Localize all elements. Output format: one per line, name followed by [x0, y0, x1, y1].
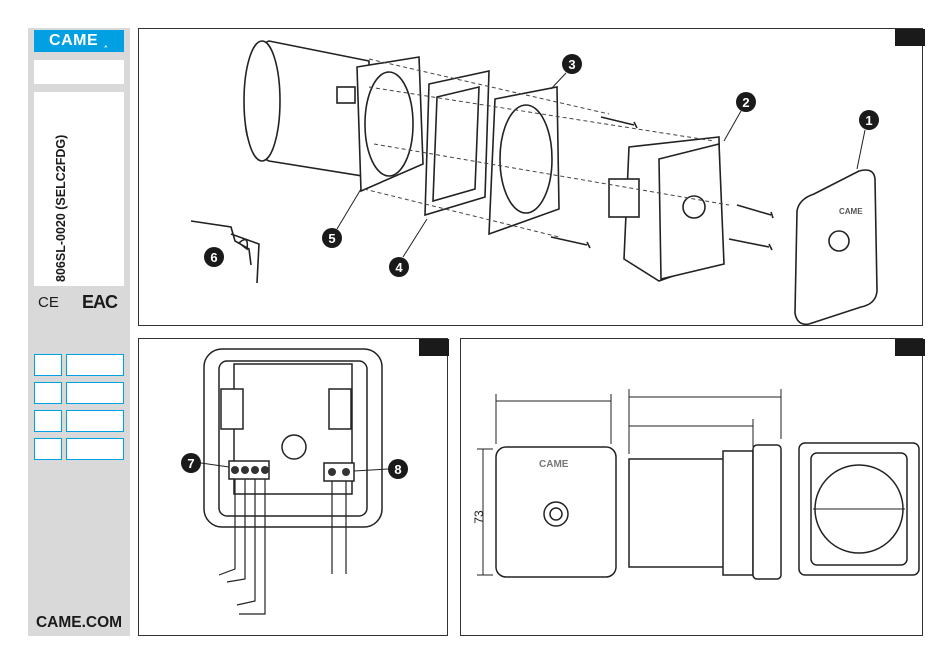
callout-1: 1	[865, 113, 872, 128]
website-label: CAME.COM	[28, 610, 130, 636]
grid-cell	[66, 382, 124, 404]
grid-cell	[66, 354, 124, 376]
grid-cell	[34, 410, 62, 432]
brand-logo: CAME ˰	[34, 30, 124, 52]
grid-cell	[34, 354, 62, 376]
product-code: 806SL-0020 (SELC2FDG)	[50, 92, 72, 282]
grid-cell	[66, 410, 124, 432]
callout-8: 8	[394, 462, 401, 477]
certification-marks: CE EAC	[34, 292, 124, 316]
product-code-box	[34, 92, 124, 286]
side-cover	[753, 445, 781, 579]
frame-opening	[500, 105, 552, 213]
screw-right	[737, 205, 773, 218]
switch-shaft	[337, 87, 355, 103]
grid-cell	[34, 438, 62, 460]
left-switch	[221, 389, 243, 429]
side-flange	[723, 451, 753, 575]
wiring-view-panel: 7 8	[138, 338, 448, 636]
callout-7: 7	[187, 456, 194, 471]
wiring-drawing: 7 8	[139, 339, 447, 635]
exploded-view-drawing: 1 2 3 4 5 6 CAME	[139, 29, 922, 325]
height-dimension: 73	[472, 510, 486, 524]
callout-2: 2	[742, 95, 749, 110]
right-switch	[329, 389, 351, 429]
cylinder-end	[244, 41, 280, 161]
dimension-drawing: 73 CAME	[461, 339, 922, 635]
center-hole	[282, 435, 306, 459]
brand-mark-icon: ˰	[103, 32, 109, 49]
eac-mark: EAC	[82, 292, 117, 313]
grid-cell	[34, 382, 62, 404]
screw-bottom	[551, 237, 590, 248]
callout-3: 3	[568, 57, 575, 72]
brand-name: CAME	[49, 32, 98, 49]
screw-far	[729, 239, 772, 250]
callout-6: 6	[210, 250, 217, 265]
ce-mark: CE	[38, 294, 59, 311]
switch-connector	[609, 179, 639, 217]
callout-5: 5	[328, 231, 335, 246]
blank-field	[34, 60, 124, 84]
grid-cell	[66, 438, 124, 460]
callout-4: 4	[395, 260, 403, 275]
keys	[191, 221, 259, 283]
cover-hole	[829, 231, 849, 251]
front-logo: CAME	[539, 459, 569, 470]
dimension-view-panel: 73 CAME	[460, 338, 923, 636]
gasket-inner	[433, 87, 479, 201]
exploded-view-panel: 1 2 3 4 5 6 CAME	[138, 28, 923, 326]
cover-logo: CAME	[839, 207, 863, 216]
